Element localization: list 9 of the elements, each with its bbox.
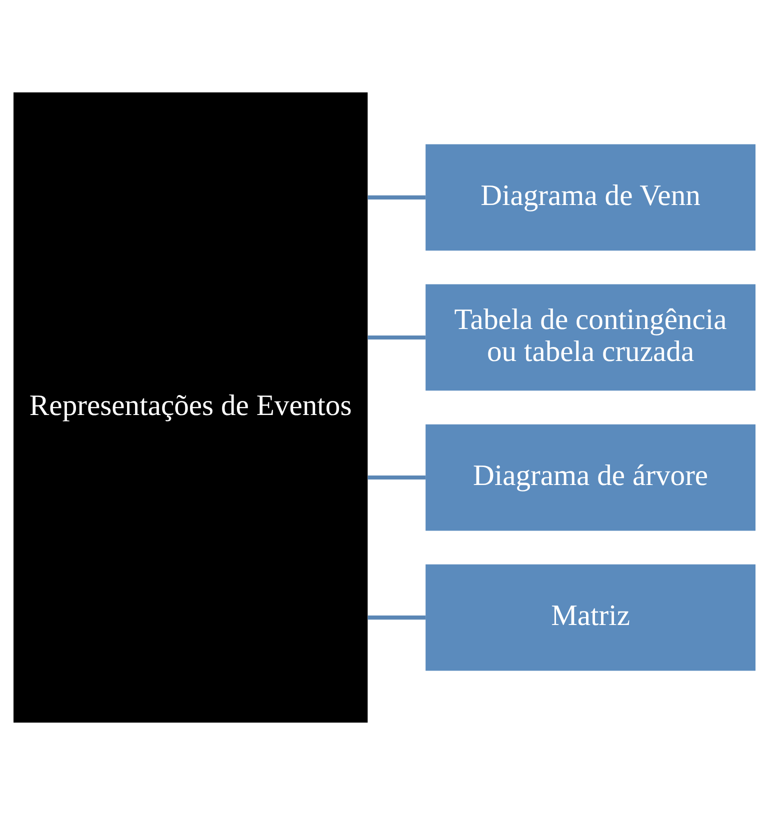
node-box: Representações de Eventos	[14, 92, 368, 723]
connector	[368, 476, 426, 480]
connector	[368, 616, 426, 620]
node-box: Diagrama de Venn	[426, 144, 756, 251]
node-box: Tabela de contingência ou tabela cruzada	[426, 284, 756, 391]
connector	[368, 335, 426, 340]
node-box: Diagrama de árvore	[426, 424, 756, 531]
node-box: Matriz	[426, 564, 756, 671]
connector	[368, 195, 426, 200]
